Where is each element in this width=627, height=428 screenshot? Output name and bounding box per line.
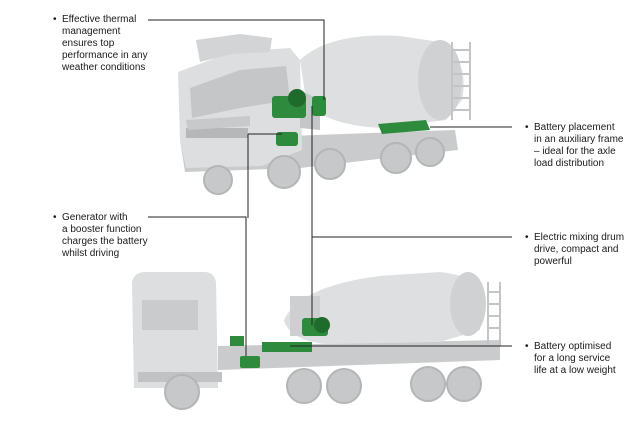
aux-battery-pack [378,120,430,134]
bottom-truck-wheel [410,366,446,402]
bottom-truck-drum [284,272,484,344]
callout-thermal: • Effective thermal management ensures t… [53,14,152,74]
leader-generator-top [247,133,282,218]
bullet-icon: • [525,232,529,243]
top-truck-wheel [415,137,445,167]
leader-mixing-drive [311,106,512,325]
top-truck-components [272,89,430,146]
bullet-icon: • [53,14,57,25]
callout-generator: • Generator with a booster function char… [53,212,152,260]
callout-mixing-drive: • Electric mixing drum drive, compact an… [525,232,626,268]
top-truck-wheel [314,148,346,180]
bottom-truck-wheel [286,368,322,404]
callout-battery-placement-text: Battery placement in an auxiliary frame … [534,122,624,169]
bullet-icon: • [525,122,529,133]
bottom-drum-drive-fan [314,317,330,333]
top-truck-wheel [380,142,412,174]
callout-battery-placement: • Battery placement in an auxiliary fram… [525,122,626,170]
drum-drive-unit [312,96,326,116]
callout-battery-optimised: • Battery optimised for a long service l… [525,341,626,377]
bottom-truck-components [230,317,330,368]
leader-thermal [148,19,325,100]
bottom-mixer-truck [132,272,501,410]
bottom-truck-wheel [326,368,362,404]
callout-thermal-text: Effective thermal management ensures top… [62,14,148,73]
bullet-icon: • [53,212,57,223]
bottom-truck-wheel [164,374,200,410]
top-mixer-truck [178,34,471,195]
bottom-battery-pack [262,342,312,352]
top-truck-wheel [267,155,301,189]
callout-generator-text: Generator with a booster function charge… [62,212,148,259]
thermal-unit-fan [288,89,306,107]
leader-generator [148,216,247,356]
generator-unit [276,132,298,146]
bottom-truck-wheel [446,366,482,402]
callout-battery-optimised-text: Battery optimised for a long service lif… [534,341,616,376]
bottom-truck-chassis [218,340,500,370]
top-truck-wheel [203,165,233,195]
callout-mixing-drive-text: Electric mixing drum drive, compact and … [534,232,625,267]
bottom-thermal-unit [230,336,244,346]
bottom-generator-unit [240,356,260,368]
leader-lines [148,19,512,356]
bullet-icon: • [525,341,529,352]
